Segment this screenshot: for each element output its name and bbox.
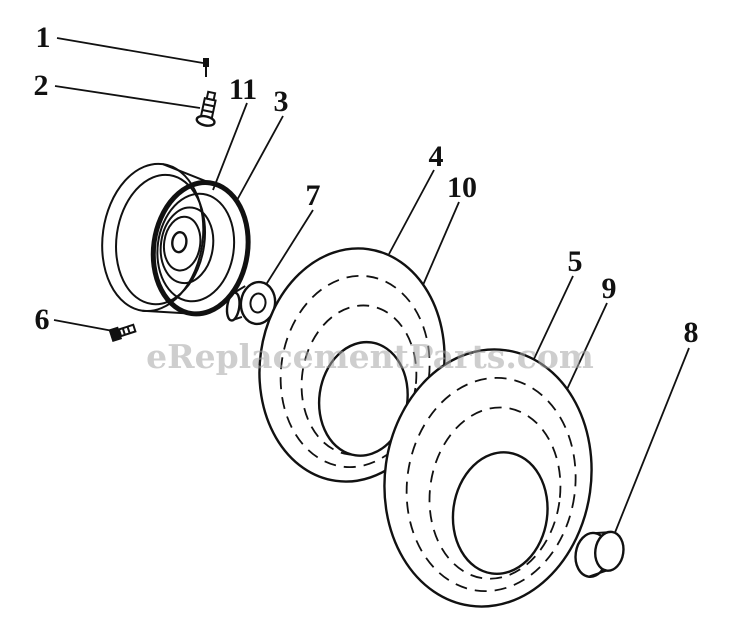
rim-center-hole: [171, 231, 188, 254]
leader-line-1: [56, 37, 204, 64]
rim-front-ring: [150, 180, 251, 317]
callout-label-2: 2: [34, 69, 49, 102]
leader-line-5: [532, 275, 574, 362]
leader-line-9: [562, 302, 608, 399]
rear-tire: [383, 348, 593, 608]
leader-line-3: [235, 115, 284, 203]
rear-tire-tread-dash: [405, 376, 577, 592]
rim-back-flange-inner: [115, 173, 207, 306]
valve-thread-line: [203, 103, 215, 108]
leader-line-11: [212, 102, 248, 191]
leader-lines: [53, 37, 690, 541]
wheel-rim: [101, 162, 251, 317]
callout-label-7: 7: [306, 179, 321, 212]
rim-well: [159, 206, 215, 285]
leader-line-8: [611, 347, 690, 541]
leader-line-6: [53, 319, 114, 332]
leader-line-10: [419, 201, 460, 293]
valve-thread-line: [202, 109, 214, 114]
bolt-shaft: [117, 323, 137, 338]
hub-cap-bottom-edge: [588, 569, 607, 578]
rear-tire-bead-hole: [451, 451, 549, 576]
callout-label-6: 6: [35, 303, 50, 336]
valve-flange: [195, 114, 216, 127]
callout-label-8: 8: [684, 316, 699, 349]
bushing-bore: [249, 292, 267, 314]
callout-label-9: 9: [602, 272, 617, 305]
rim-front-ring-inner: [156, 192, 236, 303]
leader-line-2: [54, 85, 201, 109]
leader-line-4: [388, 169, 435, 255]
watermark-text: eReplacementParts.com: [146, 337, 594, 376]
rim-barrel-top: [162, 163, 211, 184]
callout-label-4: 4: [429, 140, 444, 173]
callout-label-3: 3: [274, 85, 289, 118]
bolt-thread-line: [121, 327, 126, 336]
valve-core-body: [203, 58, 209, 67]
rear-tire-sidewall-dash: [428, 406, 562, 580]
bolt-part-6: [108, 323, 137, 343]
valve-stem-part-2: [195, 90, 217, 127]
hub-cap-part-8: [574, 530, 625, 578]
rim-hub-face: [162, 215, 202, 272]
rim-back-flange: [101, 162, 205, 313]
callout-label-10: 10: [447, 171, 477, 204]
bolt-thread-line: [126, 326, 131, 334]
callout-label-5: 5: [568, 245, 583, 278]
callout-labels: 1 2 3 4 5 6 7 8 9 10 11: [34, 21, 699, 349]
hub-cap-face: [594, 530, 625, 572]
leader-line-7: [261, 209, 314, 292]
callout-label-1: 1: [36, 21, 51, 54]
valve-core-part-1: [203, 58, 209, 77]
callout-label-11: 11: [229, 73, 257, 106]
